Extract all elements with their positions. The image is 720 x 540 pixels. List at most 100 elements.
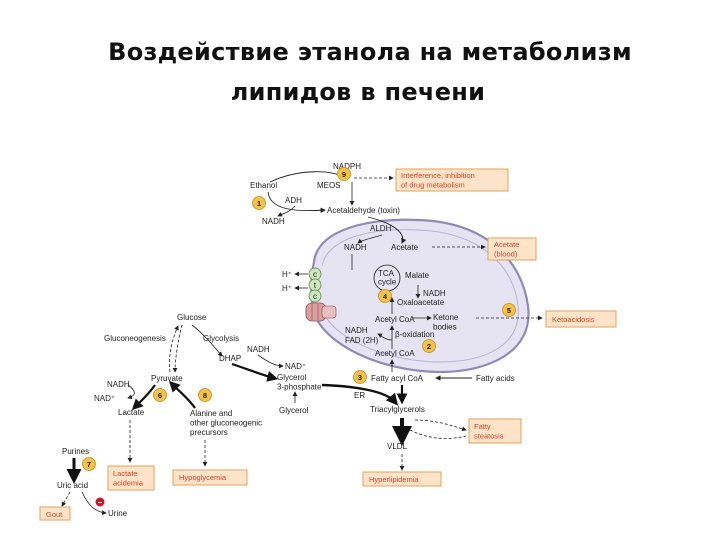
er-label: ER: [354, 391, 365, 400]
glucose-to-dhap-arrow: [191, 324, 223, 357]
pyruvate-to-lactate-arrow: [131, 384, 156, 411]
fatty-acids-label: Fatty acids: [476, 374, 515, 383]
badge-7: 7: [82, 457, 96, 471]
glycolysis-dashed-arrow: [172, 324, 183, 373]
badge-5: 5: [502, 303, 516, 317]
badge-3: 3: [353, 370, 367, 384]
badge-9: 9: [337, 167, 351, 181]
h-plus-1: H⁺: [282, 270, 292, 279]
svg-text:9: 9: [342, 170, 346, 179]
badge-8: 8: [198, 388, 212, 402]
svg-text:2: 2: [427, 342, 431, 351]
nadh-beta-label: NADH: [345, 326, 368, 335]
h-plus-2: H⁺: [282, 284, 292, 293]
nadh-mito-label: NADH: [344, 243, 367, 252]
hyperlipidemia-box: Hyperlipidemia: [362, 471, 442, 487]
pyr-nadh-arrow: [127, 384, 135, 400]
nadh-dhap-label: NADH: [247, 345, 270, 354]
svg-text:3: 3: [358, 373, 362, 382]
chain-c2-label: c: [313, 292, 317, 301]
glycerol-label: Glycerol: [279, 406, 309, 415]
hypoglycemia-box: Hypoglycemia: [172, 469, 248, 486]
badge-4: 4: [378, 289, 392, 303]
gluconeogenesis-label: Gluconeogenesis: [104, 334, 166, 343]
acetate-blood-text: Acetate(blood): [494, 240, 519, 259]
ethanol-to-acetaldehyde-arrow: [267, 191, 326, 213]
glycolysis-label: Glycolysis: [203, 334, 239, 343]
triacylglycerols-label: Triacylglycerols: [370, 405, 425, 414]
gout-text: Gout: [46, 510, 63, 519]
svg-text:8: 8: [203, 391, 207, 400]
dhap-label: DHAP: [219, 354, 241, 363]
alanine-to-pyruvate-arrow: [168, 380, 196, 409]
urine-label: Urine: [108, 509, 128, 518]
gout-box: Gout: [39, 506, 71, 521]
vldl-to-steatosis-line: [409, 429, 467, 439]
beta-oxidation-label: β-oxidation: [395, 330, 434, 339]
badge-6: 6: [153, 388, 167, 402]
tag-to-steatosis-arrow: [414, 419, 467, 432]
glucose-label: Glucose: [177, 313, 207, 322]
beta-nadh-arrow: [377, 333, 393, 341]
fad-label: FAD (2H): [345, 336, 379, 345]
acetyl-coa-2-label: Acetyl CoA: [375, 349, 415, 358]
nadh-oxalo-label: NADH: [423, 289, 446, 298]
chain-t-label: t: [314, 281, 317, 290]
minus-sign: –: [98, 498, 103, 507]
ethanol-label: Ethanol: [250, 181, 277, 190]
g3p-to-tag-arrow: [321, 383, 399, 406]
uric-acid-label: Uric acid: [57, 481, 88, 490]
acetate-label: Acetate: [391, 243, 419, 252]
nad-plus-dhap-label: NAD⁺: [285, 362, 306, 371]
nadph-label: NADPH: [333, 162, 361, 171]
acetaldehyde-to-acetate-arrow: [367, 216, 407, 244]
uric-to-urine-arrow: [81, 491, 107, 516]
svg-text:1: 1: [257, 199, 261, 208]
purines-label: Purines: [62, 447, 89, 456]
svg-text:7: 7: [87, 460, 91, 469]
nadh-pyr-label: NADH: [107, 380, 130, 389]
slide-title-line2: липидов в печени: [230, 78, 486, 106]
adh-label: ADH: [285, 196, 302, 205]
nadh-top-label: NADH: [262, 217, 285, 226]
acetyl-coa-1-label: Acetyl CoA: [375, 315, 415, 324]
hypoglycemia-text: Hypoglycemia: [179, 473, 227, 482]
svg-text:5: 5: [507, 306, 511, 315]
uric-to-gout-arrow: [61, 491, 71, 507]
ketoacidosis-box: Ketoacidosis: [545, 310, 617, 328]
svg-text:6: 6: [158, 391, 162, 400]
lactate-label: Lactate: [118, 408, 145, 417]
nadh-to-nad-arrow: [257, 354, 284, 369]
electron-transport-chain: c t c: [308, 267, 322, 303]
inhibition-minus-icon: [95, 497, 105, 507]
badge-1: 1: [252, 196, 266, 210]
adh-nadh-arrow: [277, 205, 296, 217]
ketoacidosis-text: Ketoacidosis: [552, 315, 595, 324]
oxaloacetate-label: Oxaloacetate: [397, 298, 445, 307]
acetaldehyde-label: Acetaldehyde (toxin): [327, 206, 400, 215]
hyperlipidemia-text: Hyperlipidemia: [369, 475, 419, 484]
pyruvate-label: Pyruvate: [151, 374, 183, 383]
svg-text:4: 4: [383, 292, 388, 301]
atp-synthase: [305, 302, 337, 322]
meos-label: MEOS: [317, 181, 341, 190]
fatty-acyl-coa-label: Fatty acyl CoA: [371, 374, 424, 383]
badge-2: 2: [422, 339, 436, 353]
dhap-to-g3p-arrow: [231, 362, 279, 382]
aldh-nadh-arrow: [357, 234, 383, 244]
aldh-label: ALDH: [370, 224, 392, 233]
gluconeogenesis-dashed-arrow: [169, 325, 179, 373]
mitochondrion-inner-membrane: [321, 229, 519, 363]
malate-label: Malate: [405, 271, 430, 280]
